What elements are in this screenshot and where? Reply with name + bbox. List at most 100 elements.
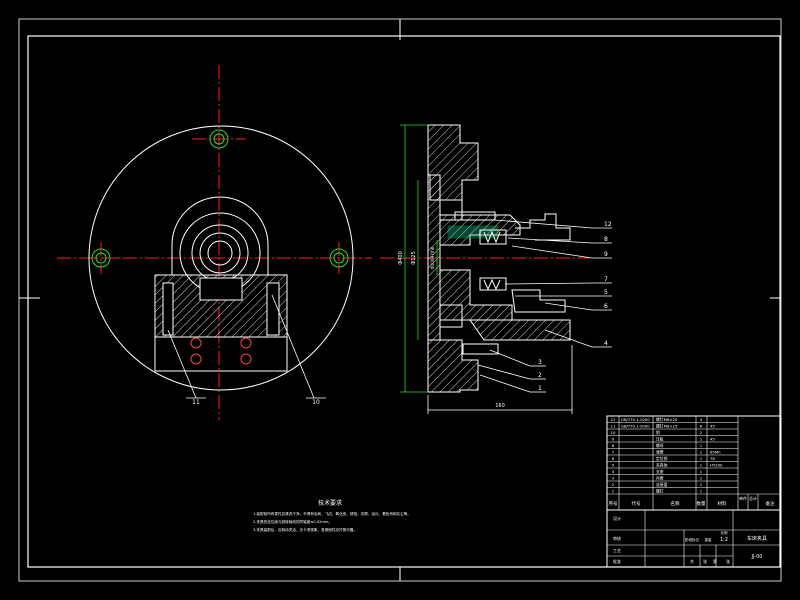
inner-diameter-dim: Φ125 bbox=[411, 251, 417, 264]
signoff-approve: 批准 bbox=[613, 558, 621, 564]
part-number-6: 6 bbox=[604, 303, 608, 310]
bom-cell-qty: 1 bbox=[700, 482, 703, 487]
bom-cell-name: 螺钉 bbox=[656, 488, 664, 493]
bom-cell-qty: 1 bbox=[700, 443, 703, 448]
side-jaws bbox=[479, 213, 571, 313]
notes-line-2: 2.夹具的定位面与回转轴线的同轴度≤0.02mm。 bbox=[253, 519, 332, 524]
front-view: 11 10 bbox=[57, 65, 372, 420]
bom-cell-spec: GB/T70.1-2000 bbox=[621, 417, 650, 422]
bom-cell-name: 弹簧 bbox=[656, 449, 664, 454]
drawing-number: JJ-00 bbox=[751, 554, 763, 560]
notes-line-3: 3.夹具装配后，应转动灵活，无卡滞现象，各紧固件应拧紧可靠。 bbox=[253, 527, 357, 532]
bom-cell-name: 定位销 bbox=[656, 456, 668, 461]
part-number-8: 8 bbox=[604, 236, 608, 243]
part-number-10: 10 bbox=[312, 399, 320, 406]
bom-cell-qty: 2 bbox=[700, 430, 703, 435]
bom-cell-qty: 1 bbox=[700, 449, 703, 454]
bom-cell-name: 螺母 bbox=[656, 443, 664, 448]
bom-cell-name: 支座 bbox=[656, 469, 664, 474]
sheet-total-prefix: 共 bbox=[690, 558, 694, 564]
flange-disc bbox=[88, 125, 354, 391]
signoff-review: 审核 bbox=[613, 535, 621, 541]
side-hub bbox=[439, 211, 571, 355]
bom-cell-name: 螺钉M8×25 bbox=[656, 423, 678, 428]
bom-cell-qty: 6 bbox=[700, 423, 703, 428]
bom-cell-no: 7 bbox=[612, 449, 615, 454]
bolt-holes bbox=[91, 129, 349, 268]
bom-header-code: 代号 bbox=[632, 500, 641, 507]
part-number-12: 12 bbox=[604, 221, 612, 228]
bom-cell-qty: 1 bbox=[700, 436, 703, 441]
length-dim: 160 bbox=[495, 403, 505, 409]
notes-line-1: 1.装配前所有零件应清洗干净，不得有毛刺、飞边、氧化皮、锈蚀、切屑、油污、着色剂… bbox=[253, 511, 411, 516]
bom-cell-material: 45 bbox=[710, 423, 715, 428]
technical-notes: 技术要求 1.装配前所有零件应清洗干净，不得有毛刺、飞边、氧化皮、锈蚀、切屑、油… bbox=[253, 499, 411, 532]
bom-cell-qty: 1 bbox=[700, 456, 703, 461]
part-number-1: 1 bbox=[538, 385, 542, 392]
bom-cell-qty: 1 bbox=[700, 462, 703, 467]
bom-header-note: 备注 bbox=[766, 500, 775, 507]
boss bbox=[171, 196, 269, 294]
part-number-7: 7 bbox=[604, 276, 608, 283]
side-leaders bbox=[477, 219, 612, 393]
bom-header-material: 材料 bbox=[718, 500, 727, 507]
part-number-3: 3 bbox=[538, 359, 542, 366]
weight-label: 重量 bbox=[705, 537, 713, 542]
bom-cell-no: 4 bbox=[612, 469, 615, 474]
part-number-11: 11 bbox=[192, 399, 200, 406]
bom-cell-qty: 1 bbox=[700, 488, 703, 493]
signoff-design: 设计 bbox=[613, 515, 621, 521]
bom-cell-name: 销 bbox=[656, 430, 660, 435]
outer-diameter-dim: Φ400 bbox=[398, 251, 404, 264]
bom-cell-name: 夹具体 bbox=[656, 462, 668, 467]
bom-cell-no: 12 bbox=[611, 417, 616, 422]
bom-cell-no: 8 bbox=[612, 443, 615, 448]
signoff-process: 工艺 bbox=[613, 548, 621, 553]
bom-cell-material: 45 bbox=[710, 436, 715, 441]
bom-cell-material: 65Mn bbox=[710, 449, 721, 454]
side-dimensions bbox=[400, 124, 438, 393]
part-number-2: 2 bbox=[538, 372, 542, 379]
bom-cell-qty: 1 bbox=[700, 475, 703, 480]
bracket-holes bbox=[190, 337, 252, 365]
bom-cell-spec: GB/T70.1-2000 bbox=[621, 423, 650, 428]
bom-header-name: 名称 bbox=[671, 500, 680, 507]
scale-label: 比例 bbox=[721, 530, 729, 535]
sheet-no-prefix: 第 bbox=[713, 558, 717, 564]
stage-label: 阶段标记 bbox=[685, 537, 699, 542]
bom-cell-name: 压板 bbox=[656, 436, 664, 441]
bom-cell-no: 9 bbox=[612, 436, 615, 441]
bom-cell-material: T8 bbox=[709, 456, 715, 461]
notes-title: 技术要求 bbox=[318, 499, 342, 507]
bom-cell-no: 11 bbox=[611, 423, 616, 428]
bom-cell-no: 2 bbox=[612, 482, 615, 487]
scale-value: 1:2 bbox=[720, 537, 728, 543]
sheet-no-suffix: 张 bbox=[726, 558, 730, 564]
title-block-grid bbox=[606, 415, 782, 568]
part-number-4: 4 bbox=[604, 340, 608, 347]
bom-header-qty: 数量 bbox=[697, 500, 706, 507]
bom-header-no: 序号 bbox=[609, 500, 618, 507]
bom-cell-no: 5 bbox=[612, 462, 615, 467]
bom-header-weight: 单件 bbox=[739, 495, 747, 501]
bom-cell-no: 10 bbox=[611, 430, 616, 435]
bore-diameter-dim: Φ100H7/h6 bbox=[430, 246, 435, 269]
bom-cell-no: 1 bbox=[612, 488, 615, 493]
part-number-9: 9 bbox=[604, 251, 608, 258]
length-dimension bbox=[427, 345, 573, 414]
sheet-border bbox=[18, 18, 782, 582]
part-number-5: 5 bbox=[604, 289, 608, 296]
front-leaders bbox=[167, 294, 326, 399]
bom-cell-no: 3 bbox=[612, 475, 615, 480]
bom-cell-qty: 1 bbox=[700, 469, 703, 474]
bom-cell-no: 6 bbox=[612, 456, 615, 461]
bom-cell-qty: 4 bbox=[700, 417, 703, 422]
bom-cell-name: 衬套 bbox=[656, 475, 664, 480]
sheet-total-suffix: 张 bbox=[703, 558, 707, 564]
drawing-name: 车床夹具 bbox=[747, 535, 767, 542]
side-view: Φ400 Φ125 Φ100H7/h6 160 12 bbox=[380, 124, 612, 414]
bom-cell-name: 螺钉M6×20 bbox=[656, 417, 678, 422]
